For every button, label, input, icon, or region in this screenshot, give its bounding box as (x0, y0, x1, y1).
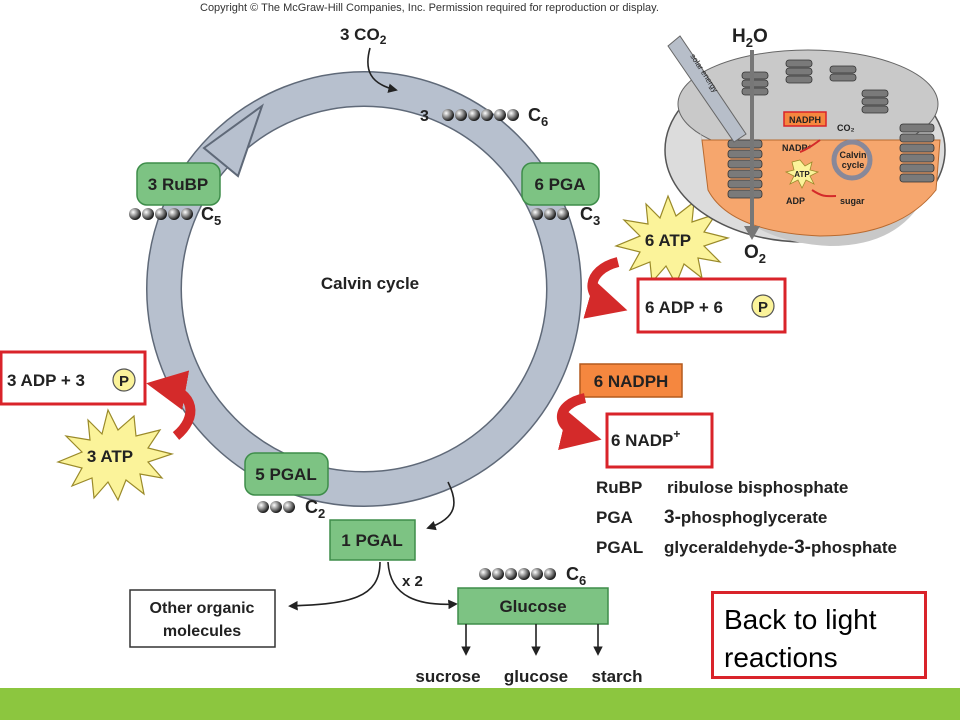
pgal5-label: 5 PGAL (255, 465, 316, 484)
inset-calvin-1: Calvin (839, 150, 866, 160)
c5-molecule (129, 208, 193, 220)
c3-label: C3 (580, 204, 600, 228)
h2o-label: H2O (732, 26, 768, 50)
copyright-notice: Copyright © The McGraw-Hill Companies, I… (200, 2, 659, 14)
nadp6-highlight (605, 412, 714, 469)
phosphate-icon (751, 294, 775, 318)
cycle-ring (146, 71, 582, 507)
phosphate-icon-3 (112, 368, 136, 392)
co2-arrow (367, 47, 398, 93)
atp6-label: 6 ATP (645, 231, 691, 250)
other-molecules-box (129, 589, 276, 648)
back-to-light-reactions-link[interactable]: Back to light reactions (711, 591, 927, 679)
adp6-label: 6 ADP + 6 (645, 298, 723, 317)
key-abbr-pgal: PGAL (596, 538, 643, 557)
nadph6-label: 6 NADPH (594, 372, 669, 391)
to-other-arrow (288, 561, 381, 611)
back-link-line1: Back to light (724, 604, 877, 635)
inset-atp: ATP (794, 170, 810, 179)
key-def-pga: 3-phosphoglycerate (664, 507, 827, 528)
c6-label: C6 (528, 105, 548, 129)
o2-label: O2 (744, 242, 766, 266)
key-def-rubp: ribulose bisphosphate (667, 478, 848, 497)
key-def-pgal: glyceraldehyde-3-phosphate (664, 537, 897, 558)
c6-count: 3 (420, 108, 429, 125)
cycle-arrowhead (202, 103, 264, 178)
nadph-arrow (556, 393, 602, 450)
key-abbr-rubp: RuBP (596, 478, 642, 497)
adp3-label: 3 ADP + 3 (7, 371, 85, 390)
inset-nadp: NADP⁺ (782, 143, 813, 153)
atp3-burst (56, 408, 175, 502)
atp3-label: 3 ATP (87, 447, 133, 466)
rubp-box (136, 162, 221, 206)
glucose-c6-molecule (479, 568, 556, 580)
phosphate-symbol-3: P (119, 373, 129, 390)
chloroplast-inset: solar energy NADPH CO₂ NADP⁺ Calvin cycl… (664, 35, 946, 246)
glucose-box (457, 587, 609, 625)
nadph6-box (579, 363, 683, 398)
inset-adp: ADP (786, 196, 805, 206)
glucose-c6-label: C6 (566, 564, 586, 588)
c5-label: C5 (201, 204, 221, 228)
abbreviation-key: RuBP ribulose bisphosphate PGA 3-phospho… (596, 478, 897, 558)
product-glucose: glucose (504, 667, 568, 686)
product-sucrose: sucrose (415, 667, 480, 686)
glucose-label: Glucose (499, 597, 566, 616)
pga-label: 6 PGA (534, 175, 585, 194)
inset-nadph: NADPH (789, 115, 821, 125)
phosphate-symbol-6: P (758, 299, 768, 316)
x2-label: x 2 (402, 573, 423, 590)
c2-label: C2 (305, 497, 325, 521)
atp6-arrow (583, 257, 628, 319)
inset-sugar: sugar (840, 196, 865, 206)
pgal1-label: 1 PGAL (341, 531, 402, 550)
bottom-accent-bar (0, 688, 960, 720)
to-glucose-arrow (387, 561, 458, 610)
product-starch: starch (591, 667, 642, 686)
co2-input-label: 3 CO2 (340, 25, 387, 47)
other-line1: Other organic (150, 600, 255, 617)
calvin-cycle-label: Calvin cycle (321, 274, 419, 293)
back-link-line2: reactions (724, 642, 838, 673)
other-line2: molecules (163, 623, 241, 640)
c6-molecule (442, 109, 519, 121)
nadp6-label: 6 NADP+ (611, 427, 680, 450)
key-abbr-pga: PGA (596, 508, 633, 527)
c3-molecule (531, 208, 569, 220)
pga-box (521, 162, 600, 206)
pgal-out-arrow (426, 481, 455, 531)
rubp-label: 3 RuBP (148, 175, 208, 194)
inset-co2: CO₂ (837, 123, 855, 133)
pgal5-box (244, 452, 329, 496)
c2-molecule (257, 501, 295, 513)
inset-calvin-2: cycle (842, 160, 865, 170)
atp3-arrow (146, 370, 196, 440)
pgal1-box (329, 519, 416, 561)
